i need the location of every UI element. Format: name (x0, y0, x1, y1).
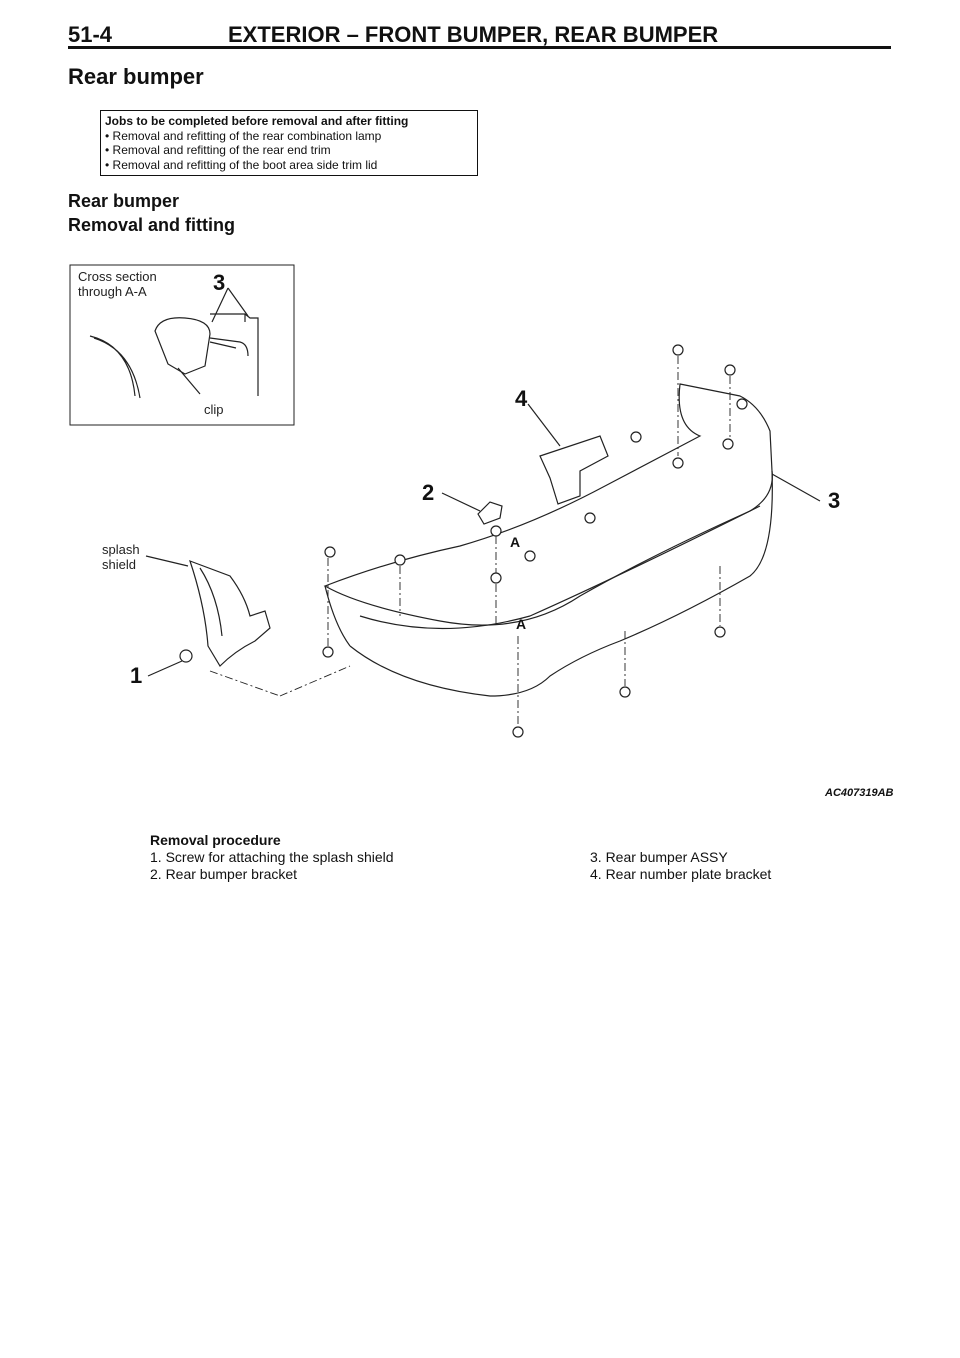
page-number: 51-4 (68, 22, 113, 47)
bumper-outline (323, 383, 773, 626)
splash-shield-inner (199, 567, 223, 637)
callout-leader-2 (441, 492, 481, 512)
callout-1: 1 (130, 663, 143, 688)
inset-frame (69, 264, 295, 426)
diagram-drawing (69, 264, 821, 738)
fastener (512, 726, 524, 738)
bumper-bracket-shape (477, 501, 503, 525)
page-header-title: EXTERIOR – FRONT BUMPER, REAR BUMPER (228, 22, 719, 47)
fastener (490, 572, 502, 584)
guide-line (279, 665, 351, 697)
inset-label-line2: through A-A (78, 284, 147, 299)
procedure-item: 4. Rear number plate bracket (590, 866, 772, 882)
fastener (179, 649, 193, 663)
procedure-item: 1. Screw for attaching the splash shield (150, 849, 394, 865)
jobs-box: Jobs to be completed before removal and … (100, 110, 478, 176)
procedure-heading: Removal procedure (150, 832, 281, 848)
subtitle-line1: Rear bumper (68, 191, 180, 211)
fastener (630, 431, 642, 443)
removal-procedure: Removal procedure 1. Screw for attaching… (150, 832, 850, 889)
inset-panel (89, 335, 141, 399)
splash-shield-shape (189, 559, 271, 667)
callout-leader-3 (771, 473, 821, 502)
procedure-column-right: 3. Rear bumper ASSY 4. Rear number plate… (590, 849, 771, 883)
inset-leader-3b (227, 287, 249, 317)
inset-label-line1: Cross section (78, 269, 157, 284)
exploded-view-diagram: Cross section through A-A 3 clip splash … (60, 256, 900, 801)
splash-leader (145, 555, 189, 567)
header-rule (68, 46, 891, 49)
section-marker-a: A (516, 616, 527, 632)
fastener (722, 438, 734, 450)
callout-leader-4 (527, 403, 561, 447)
inset-clip-label: clip (204, 402, 224, 417)
fastener (619, 686, 631, 698)
section-marker-a: A (510, 534, 521, 550)
fastener (584, 512, 596, 524)
guide-line (209, 670, 281, 697)
bumper-side-left (324, 585, 351, 647)
callout-leader-1 (147, 660, 183, 677)
inset-leader-3a (211, 287, 229, 323)
jobs-box-item: • Removal and refitting of the rear comb… (105, 128, 382, 143)
callout-3: 3 (828, 488, 841, 513)
fastener (724, 364, 736, 376)
fastener (394, 554, 406, 566)
fastener (672, 457, 684, 469)
inset-leader-clip (177, 367, 201, 395)
bumper-molding (359, 505, 761, 630)
callout-4: 4 (515, 386, 528, 411)
jobs-box-item: • Removal and refitting of the boot area… (105, 157, 378, 172)
splash-label-line1: splash (102, 542, 140, 557)
splash-label-line2: shield (102, 557, 136, 572)
subtitle-line2: Removal and fitting (68, 215, 236, 235)
number-plate-bracket-shape (539, 435, 609, 505)
procedure-item: 3. Rear bumper ASSY (590, 849, 728, 865)
section-title: Rear bumper (68, 64, 204, 89)
inset-trim (209, 337, 249, 357)
fastener (714, 626, 726, 638)
fastener (672, 344, 684, 356)
callout-2: 2 (422, 480, 435, 505)
figure-reference-code: AC407319AB (825, 787, 894, 799)
procedure-column-left: 1. Screw for attaching the splash shield… (150, 849, 394, 883)
fastener (490, 525, 502, 537)
fastener (324, 546, 336, 558)
fastener (524, 550, 536, 562)
fastener (322, 646, 334, 658)
jobs-box-heading: Jobs to be completed before removal and … (105, 114, 409, 128)
inset-callout-3: 3 (213, 270, 226, 295)
procedure-item: 2. Rear bumper bracket (150, 866, 298, 882)
jobs-box-item: • Removal and refitting of the rear end … (105, 143, 331, 157)
inset-clip (154, 317, 211, 375)
inset-bumper-edge (210, 313, 259, 396)
fastener (736, 398, 748, 410)
bumper-lower (349, 470, 773, 697)
